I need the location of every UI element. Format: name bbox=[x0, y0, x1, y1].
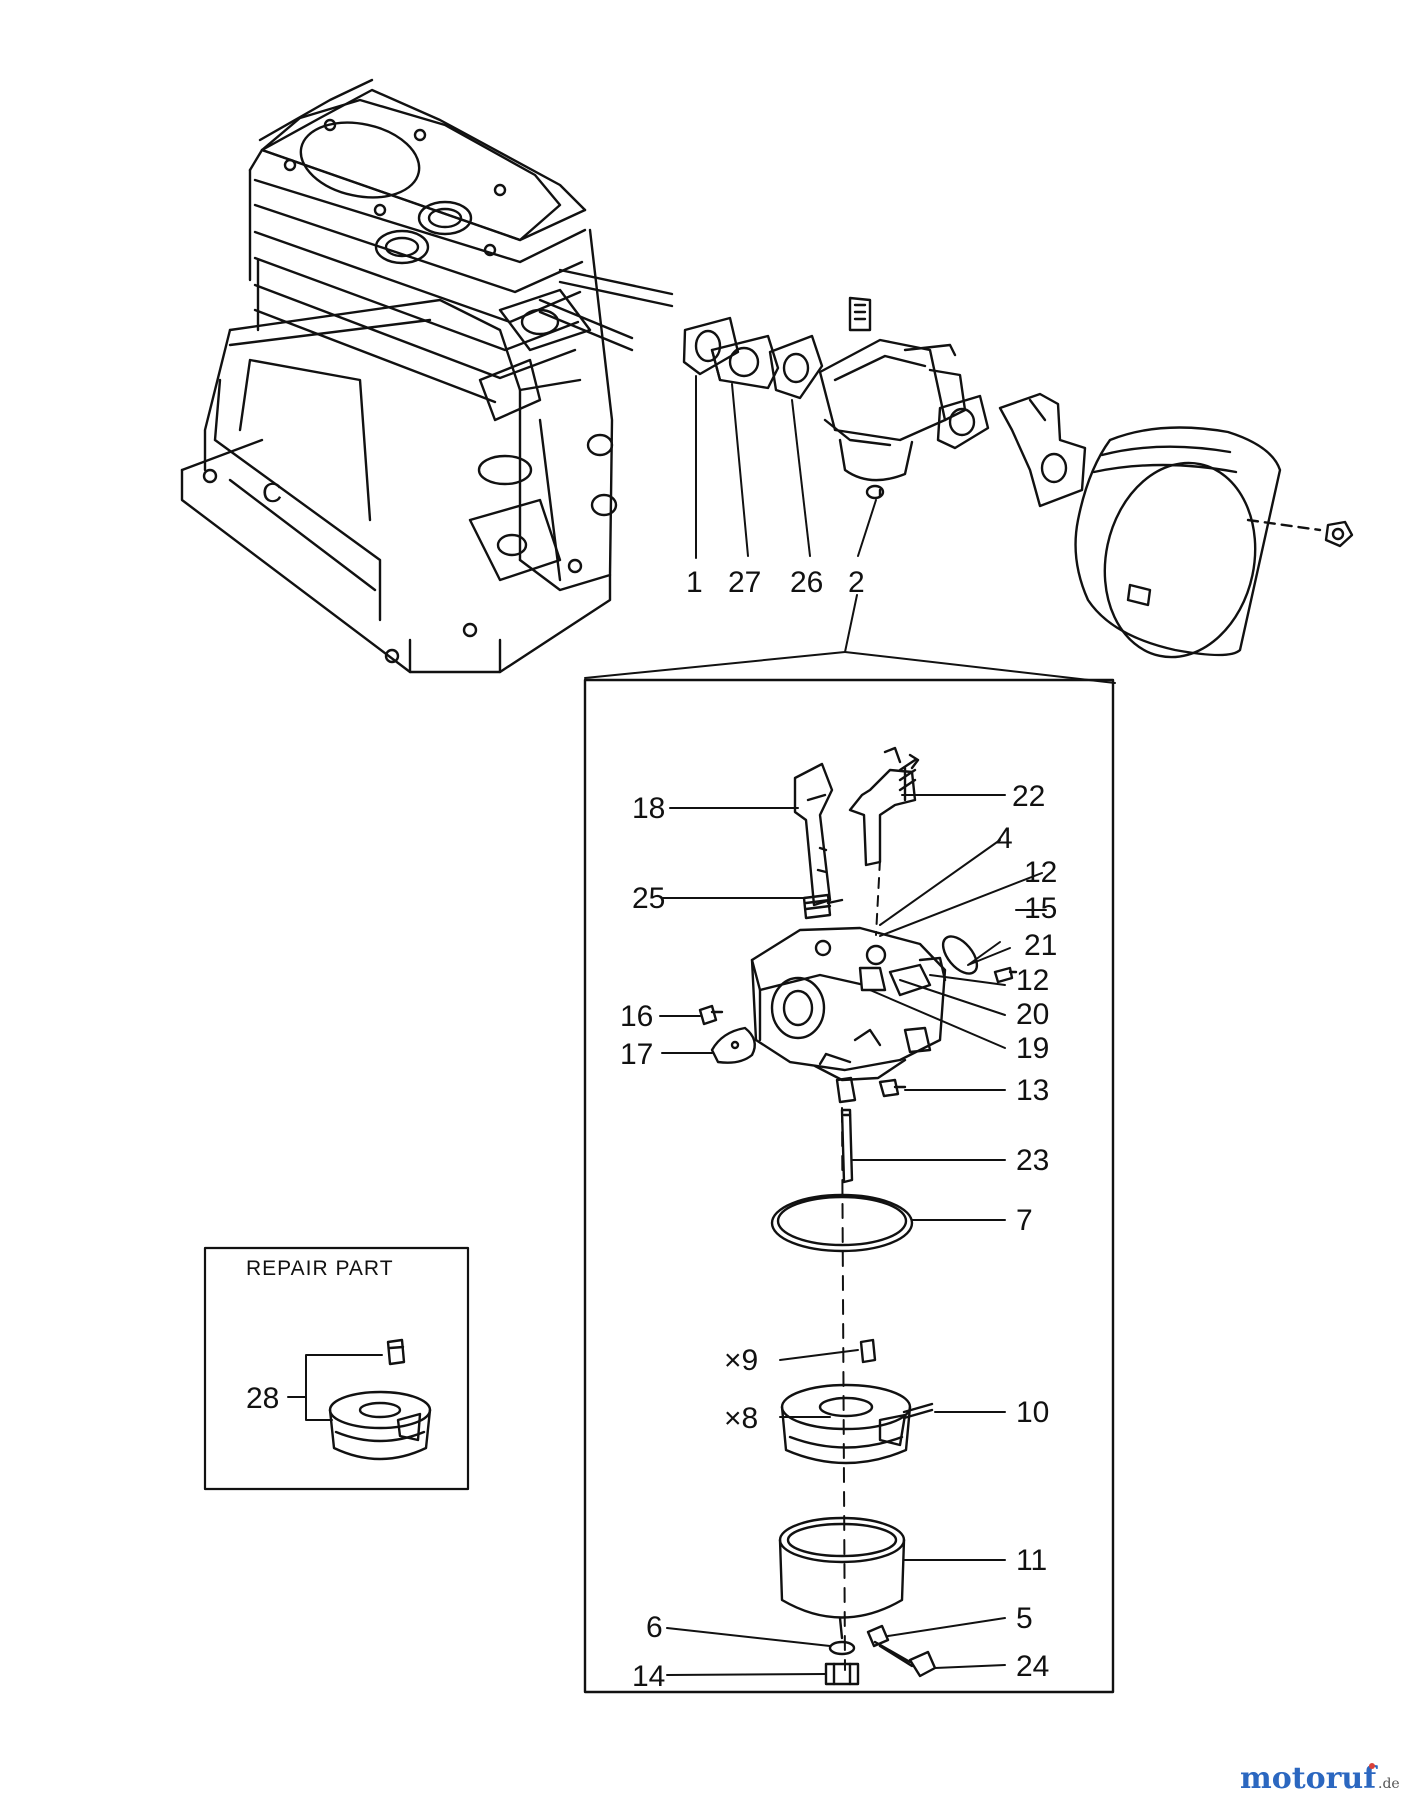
leader-27 bbox=[731, 383, 749, 557]
callout-26: 26 bbox=[790, 566, 823, 599]
callout-8: ×8 bbox=[724, 1402, 758, 1435]
leader-2 bbox=[857, 499, 877, 557]
nut-part-14 bbox=[824, 1662, 860, 1686]
callout-2: 2 bbox=[848, 566, 865, 599]
repair-float-pin-part-28 bbox=[386, 1338, 406, 1366]
callout-11: 11 bbox=[1016, 1544, 1047, 1577]
repair-float-part-28 bbox=[328, 1390, 432, 1461]
drain-screw-part-24 bbox=[873, 1640, 937, 1678]
needle-part-23 bbox=[835, 1076, 857, 1184]
callout-16: 16 bbox=[620, 1000, 653, 1033]
callout-24: 24 bbox=[1016, 1650, 1049, 1683]
throttle-lever-part-22 bbox=[848, 746, 920, 867]
callout-7: 7 bbox=[1016, 1204, 1033, 1237]
callout-17: 17 bbox=[620, 1038, 653, 1071]
gasket-part-1 bbox=[682, 316, 740, 376]
callout-1: 1 bbox=[686, 566, 703, 599]
callout-5: 5 bbox=[1016, 1602, 1033, 1635]
engine-block-illustration: C bbox=[180, 78, 674, 674]
spring-part-5 bbox=[866, 1624, 890, 1648]
spring-part-25 bbox=[802, 893, 844, 920]
callout-22: 22 bbox=[1012, 780, 1045, 813]
callout-4: 4 bbox=[996, 822, 1013, 855]
air-cleaner-bracket bbox=[998, 392, 1087, 508]
leader-28 bbox=[305, 1354, 383, 1421]
washer-part-6 bbox=[828, 1640, 856, 1656]
callout-20: 20 bbox=[1016, 998, 1049, 1031]
screw-part-13 bbox=[878, 1078, 907, 1098]
screw-part-16 bbox=[698, 1004, 724, 1026]
throttle-plate-part-17 bbox=[710, 1026, 756, 1064]
callout-12-lower: 12 bbox=[1016, 964, 1049, 997]
clip-part-10 bbox=[902, 1402, 934, 1420]
callout-15: 15 bbox=[1024, 892, 1057, 925]
callout-21: 21 bbox=[1024, 929, 1057, 962]
repair-part-title: REPAIR PART bbox=[246, 1257, 394, 1280]
svg-text:C: C bbox=[262, 477, 282, 508]
diaphragm-part-21 bbox=[941, 935, 979, 975]
callout-23: 23 bbox=[1016, 1144, 1049, 1177]
watermark-dot-icon bbox=[1369, 1763, 1375, 1769]
callout-19: 19 bbox=[1016, 1032, 1049, 1065]
carburetor-assembly-part-2 bbox=[818, 296, 967, 500]
callout-28: 28 bbox=[246, 1382, 279, 1415]
callout-14: 14 bbox=[632, 1660, 665, 1693]
callout-18: 18 bbox=[632, 792, 665, 825]
callout-9: ×9 bbox=[724, 1344, 758, 1377]
callout-10: 10 bbox=[1016, 1396, 1049, 1429]
float-pin-part-9 bbox=[859, 1338, 877, 1364]
callout-12-upper: 12 bbox=[1024, 856, 1057, 889]
repair-part-box bbox=[203, 1246, 470, 1491]
watermark-logo: motoruf .de bbox=[1240, 1761, 1400, 1796]
watermark-brand: motoruf bbox=[1240, 1761, 1378, 1796]
callout-6: 6 bbox=[646, 1611, 663, 1644]
leader-2-to-box bbox=[584, 594, 858, 679]
callout-25: 25 bbox=[632, 882, 665, 915]
gasket-part-small bbox=[936, 394, 990, 450]
air-cleaner-cover bbox=[1074, 426, 1354, 659]
assembly-axis bbox=[841, 1107, 846, 1671]
gasket-part-26 bbox=[768, 334, 824, 400]
o-ring-part-7 bbox=[770, 1193, 914, 1253]
float-bowl-part-11 bbox=[778, 1516, 906, 1640]
float-part-8 bbox=[780, 1383, 912, 1465]
carburetor-body bbox=[750, 926, 947, 1082]
watermark-suffix: .de bbox=[1378, 1776, 1400, 1792]
choke-lever-part-18 bbox=[793, 762, 834, 907]
callout-27: 27 bbox=[728, 566, 761, 599]
leader-26 bbox=[791, 399, 811, 557]
carburetor-detail-box bbox=[583, 678, 1115, 1694]
screw-part-15 bbox=[993, 966, 1018, 984]
callout-13: 13 bbox=[1016, 1074, 1049, 1107]
